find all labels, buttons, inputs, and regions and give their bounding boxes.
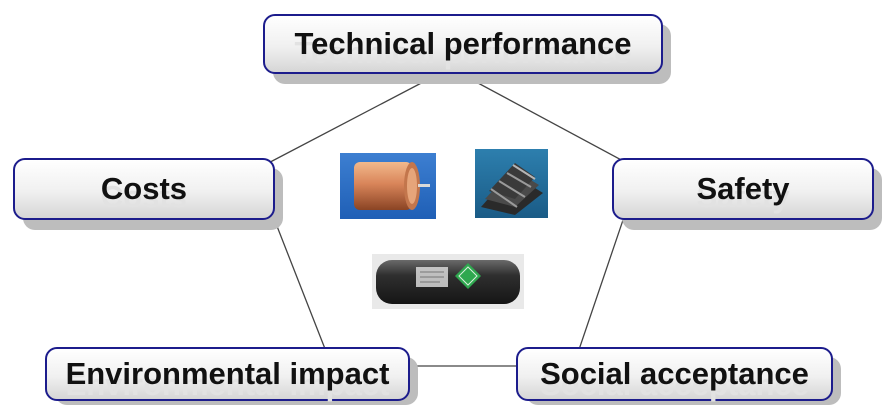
node-costs-label: Costs bbox=[100, 171, 188, 206]
gas-cylinder-image bbox=[372, 254, 524, 309]
metal-stack-image bbox=[475, 149, 548, 218]
edge-technical-safety bbox=[449, 67, 641, 171]
node-social-acceptance-reflection: Social acceptance bbox=[540, 367, 809, 402]
copper-cylinder-image bbox=[340, 153, 436, 219]
node-social-acceptance-label: Social acceptance bbox=[540, 356, 809, 391]
node-safety-label: Safety bbox=[696, 171, 790, 206]
node-environmental-impact: Environmental impact Environmental impac… bbox=[45, 347, 418, 405]
node-environmental-impact-reflection: Environmental impact bbox=[65, 367, 390, 402]
node-costs-reflection: Costs bbox=[100, 179, 188, 214]
node-social-acceptance: Social acceptance Social acceptance bbox=[516, 347, 841, 405]
edge-technical-costs bbox=[254, 67, 451, 171]
node-technical-performance-reflection: Technical performance bbox=[294, 35, 632, 70]
node-environmental-impact-label: Environmental impact bbox=[65, 356, 390, 391]
node-safety: Safety Safety bbox=[612, 158, 882, 230]
node-technical-performance: Technical performance Technical performa… bbox=[263, 14, 671, 84]
node-safety-reflection: Safety bbox=[696, 179, 790, 214]
node-costs: Costs Costs bbox=[13, 158, 283, 230]
node-technical-performance-label: Technical performance bbox=[294, 26, 632, 61]
